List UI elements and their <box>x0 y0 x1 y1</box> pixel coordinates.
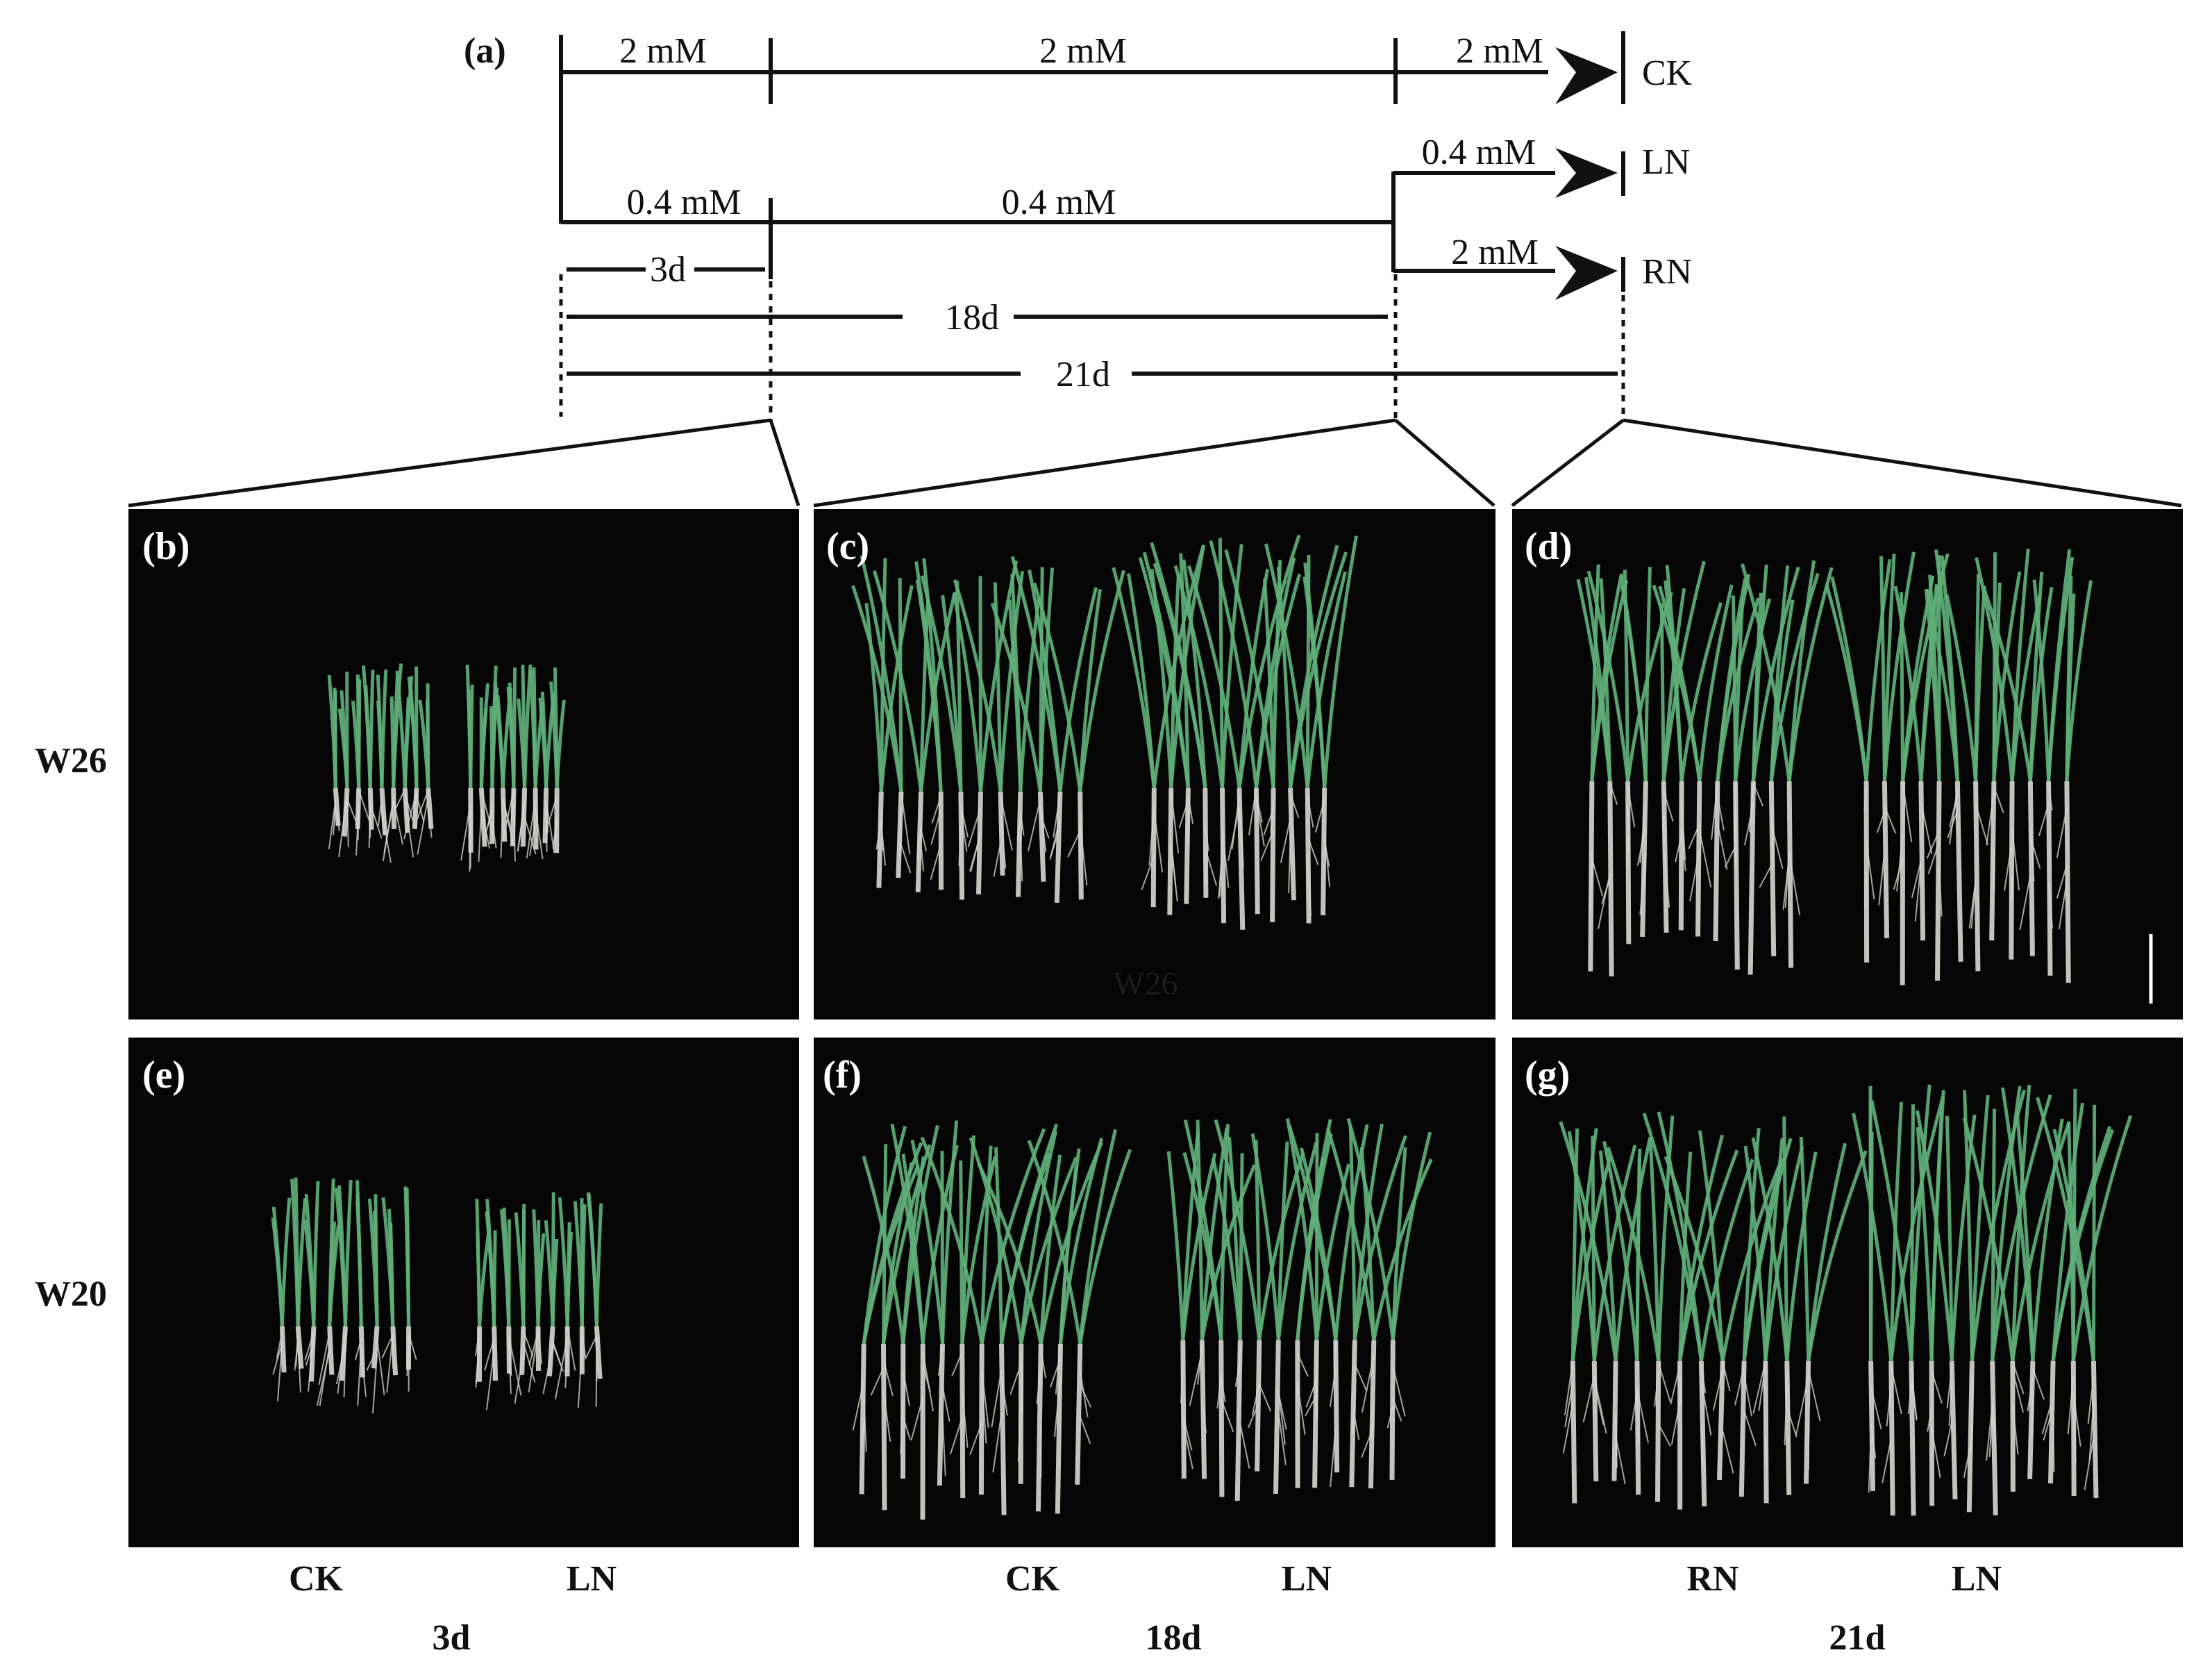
rn-end-label: RN <box>1642 252 1692 292</box>
ck-end-label: CK <box>1642 53 1693 93</box>
seedling-group-10 <box>1559 1111 1868 1510</box>
col3-left-label: RN <box>1686 1559 1738 1599</box>
ck-arrowhead <box>1555 47 1618 104</box>
seedling-group-5 <box>1825 548 2093 985</box>
seedling-group-1 <box>460 664 566 872</box>
zoom-line-18d-right <box>1394 419 1495 507</box>
panel-b <box>128 509 799 1019</box>
col1-right-label: LN <box>567 1559 617 1599</box>
photo-panels: (b) (c) (d) (e) (f) (g) W26 <box>128 509 2183 1547</box>
panel-g-label: (g) <box>1525 1054 1570 1097</box>
row-label-bottom: W20 <box>35 1274 107 1314</box>
ck-seg2-label: 2 mM <box>1039 31 1127 71</box>
panel-c-watermark: W26 <box>1113 965 1178 1002</box>
zoom-line-3d-right <box>769 419 801 506</box>
panel-c-label: (c) <box>826 525 869 568</box>
seedling-group-8 <box>852 1120 1132 1520</box>
zoom-line-21d-right <box>1623 418 2182 508</box>
zoom-line-21d-left <box>1511 419 1625 507</box>
rn-branch-label: 2 mM <box>1451 233 1539 272</box>
ln-branch-label: 0.4 mM <box>1422 133 1536 172</box>
seedling-group-6 <box>271 1177 417 1414</box>
ln-arrowhead <box>1555 148 1618 198</box>
panel-e-label: (e) <box>142 1054 185 1097</box>
col1-left-label: CK <box>289 1559 344 1599</box>
col2-left-label: CK <box>1005 1559 1060 1599</box>
col2-day-label: 18d <box>1146 1618 1202 1658</box>
ck-seg1-label: 2 mM <box>619 31 707 71</box>
timeline-label: (a) <box>464 31 506 71</box>
col1-day-label: 3d <box>433 1618 471 1658</box>
seedling-group-9 <box>1166 1117 1433 1501</box>
seedling-drawings <box>271 534 2133 1520</box>
row-label-top: W26 <box>35 741 107 781</box>
col3-right-label: LN <box>1952 1559 2002 1599</box>
axis-labels: W26 W20 CK LN 3d CK LN 18d RN LN 21d <box>35 741 2002 1658</box>
seedling-group-0 <box>327 663 434 863</box>
seedling-group-2 <box>851 555 1126 904</box>
panel-d-label: (d) <box>1525 525 1572 568</box>
low-seg2-label: 0.4 mM <box>1002 183 1116 222</box>
span-21d-label: 21d <box>1056 355 1110 394</box>
panel-b-label: (b) <box>142 525 190 568</box>
low-seg1-label: 0.4 mM <box>627 183 741 222</box>
col2-right-label: LN <box>1282 1559 1332 1599</box>
seedling-group-7 <box>475 1192 603 1410</box>
ln-end-label: LN <box>1642 142 1690 182</box>
seedling-group-11 <box>1852 1084 2133 1516</box>
ck-seg3-label: 2 mM <box>1456 31 1543 71</box>
seedling-group-4 <box>1576 560 1834 976</box>
col3-day-label: 21d <box>1829 1618 1886 1658</box>
seedling-group-3 <box>1112 534 1358 930</box>
zoom-line-3d-left <box>128 418 771 508</box>
rn-arrowhead <box>1555 246 1618 300</box>
span-18d-label: 18d <box>945 298 999 338</box>
panel-e <box>128 1038 799 1547</box>
panel-f-label: (f) <box>823 1054 862 1097</box>
timeline-diagram: (a) <box>128 31 2182 508</box>
zoom-line-18d-left <box>813 418 1396 508</box>
span-3d-label: 3d <box>650 250 686 290</box>
